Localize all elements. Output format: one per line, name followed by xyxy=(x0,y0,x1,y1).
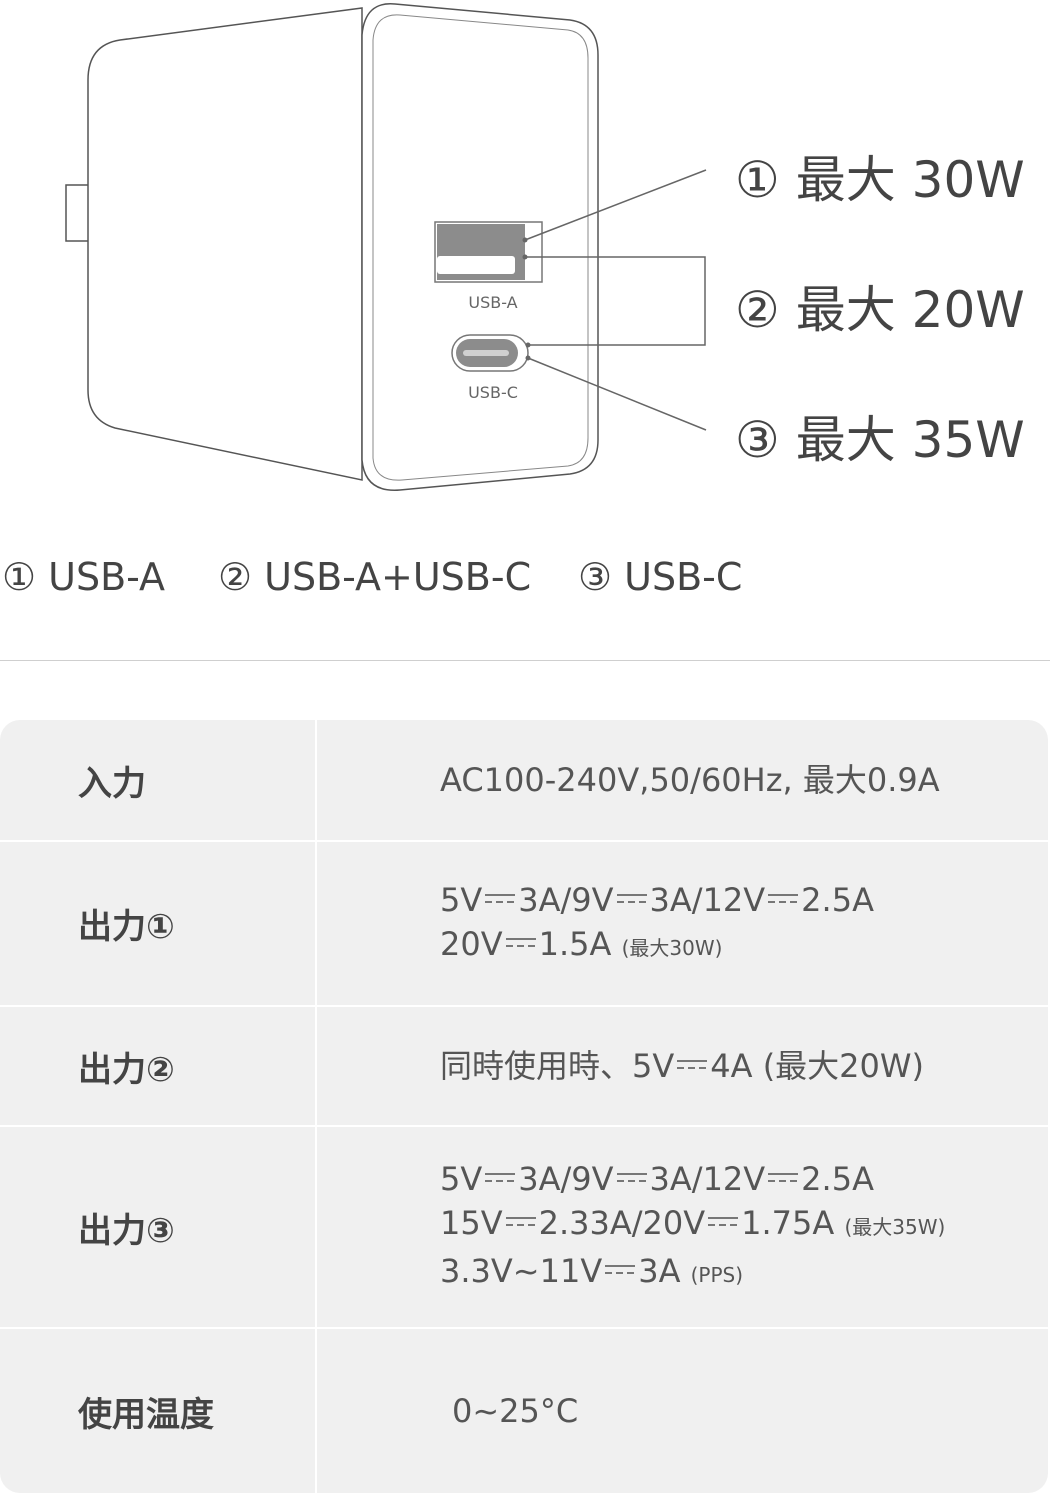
usb-a-port-label: USB-A xyxy=(468,293,517,312)
usb-a-port-tongue xyxy=(437,256,515,274)
output-3-line-2: 15V 2.33A/20V 1.75A (最大35W) xyxy=(440,1201,945,1249)
callout-1-text: 最大 30W xyxy=(795,151,1025,209)
output-1-seg-d: 2.5A xyxy=(801,880,874,919)
spec-label-output-2: 出力② xyxy=(78,1049,175,1090)
output-2-seg-b: 4A (最大20W) xyxy=(710,1047,925,1085)
output-1-seg-b: 3A/9V xyxy=(518,880,614,919)
spec-value-output-3: 5V 3A/9V 3A/12V 2.5A 15V 2.33A/20V 1.75A (最大3… xyxy=(440,1127,945,1327)
plug-prong xyxy=(65,184,88,242)
dc-symbol-icon xyxy=(677,1058,708,1072)
callout-2-text: 最大 20W xyxy=(795,281,1025,339)
callout-2-marker: ② xyxy=(735,281,780,339)
spec-row-output-3: 出力③ 5V 3A/9V 3A/12V 2.5A 15V 2.33A/20V 1.75A … xyxy=(0,1125,1048,1327)
spec-value-temperature-text: 0~25°C xyxy=(452,1392,579,1430)
dc-symbol-icon xyxy=(708,1215,739,1229)
port-legend: ① USB-A ② USB-A+USB-C ③ USB-C xyxy=(0,555,1050,605)
callout-dot-2b xyxy=(525,342,531,348)
output-3-seg-mid: 2.33A/20V xyxy=(538,1204,706,1242)
spec-row-output-2: 出力② 同時使用時、5V 4A (最大20W) xyxy=(0,1005,1048,1125)
legend-item-usb-a: ① USB-A xyxy=(2,555,166,599)
callout-3: ③ 最大 35W xyxy=(735,400,1025,472)
charger-face-inner xyxy=(372,14,589,481)
callout-1: ① 最大 30W xyxy=(735,140,1025,212)
dc-symbol-icon xyxy=(616,1171,647,1185)
dc-symbol-icon xyxy=(768,1171,799,1185)
spec-label-temperature: 使用温度 xyxy=(78,1394,214,1435)
spec-value-temperature: 0~25°C xyxy=(452,1329,578,1493)
output-1-line-1: 5V 3A/9V 3A/12V 2.5A xyxy=(440,878,874,922)
spec-value-output-2: 同時使用時、5V 4A (最大20W) xyxy=(440,1007,924,1125)
output-3-line-3: 3.3V~11V 3A (PPS) xyxy=(440,1249,945,1297)
output-3-seg-a: 5V xyxy=(440,1160,483,1198)
usb-c-port-tongue xyxy=(463,350,509,356)
callout-line-1 xyxy=(524,169,707,241)
output-2-seg-a: 同時使用時、5V xyxy=(440,1047,675,1085)
callout-dot-1 xyxy=(522,237,528,243)
spec-value-output-1: 5V 3A/9V 3A/12V 2.5A 20V 1.5A (最大30W) xyxy=(440,842,874,1005)
dc-symbol-icon xyxy=(616,892,647,906)
dc-symbol-icon xyxy=(605,1263,636,1277)
output-3-pps-current: 3A xyxy=(638,1252,681,1290)
output-1-line-2: 20V 1.5A (最大30W) xyxy=(440,922,874,970)
spec-row-output-1: 出力① 5V 3A/9V 3A/12V 2.5A 20V 1.5A (最大30W) xyxy=(0,840,1048,1005)
output-1-voltage-20v: 20V xyxy=(440,924,503,963)
section-divider xyxy=(0,660,1050,661)
spec-label-output-3: 出力③ xyxy=(78,1210,175,1251)
spec-table: 入力 AC100-240V,50/60Hz, 最大0.9A 出力① 5V 3A/9… xyxy=(0,720,1048,1493)
callout-2: ② 最大 20W xyxy=(735,270,1025,342)
callout-line-2 xyxy=(525,256,706,346)
output-1-max-note: (最大30W) xyxy=(621,935,723,960)
callout-dot-3 xyxy=(525,355,531,361)
spec-row-input: 入力 AC100-240V,50/60Hz, 最大0.9A xyxy=(0,720,1048,840)
legend-item-usb-c: ③ USB-C xyxy=(578,555,743,599)
usb-c-port-label: USB-C xyxy=(468,383,518,402)
output-3-pps-range: 3.3V~11V xyxy=(440,1252,603,1290)
dc-symbol-icon xyxy=(485,892,516,906)
output-3-seg-b: 3A/9V xyxy=(518,1160,614,1198)
dc-symbol-icon xyxy=(505,936,536,950)
output-3-seg-d: 2.5A xyxy=(801,1160,874,1198)
output-3-seg-c: 3A/12V xyxy=(649,1160,766,1198)
callout-dot-2a xyxy=(522,254,528,260)
callout-1-marker: ① xyxy=(735,151,780,209)
callout-3-marker: ③ xyxy=(735,411,780,469)
callout-line-3 xyxy=(527,357,707,431)
output-1-current: 1.5A xyxy=(538,924,612,963)
spec-label-input: 入力 xyxy=(78,763,146,804)
spec-label-output-1: 出力① xyxy=(78,907,175,947)
output-3-current: 1.75A xyxy=(741,1204,835,1242)
charger-diagram: USB-A USB-C xyxy=(65,3,707,491)
dc-symbol-icon xyxy=(768,892,799,906)
output-1-seg-c: 3A/12V xyxy=(649,880,766,919)
output-3-pps-note: (PPS) xyxy=(690,1263,744,1287)
dc-symbol-icon xyxy=(505,1215,536,1229)
spec-column-separator xyxy=(315,720,317,1493)
output-2-line: 同時使用時、5V 4A (最大20W) xyxy=(440,1044,924,1088)
callout-3-text: 最大 35W xyxy=(795,411,1025,469)
output-3-voltage-15v: 15V xyxy=(440,1204,503,1242)
output-3-max-note: (最大35W) xyxy=(844,1215,946,1239)
legend-item-usb-a-c: ② USB-A+USB-C xyxy=(218,555,532,599)
spec-value-input: AC100-240V,50/60Hz, 最大0.9A xyxy=(440,720,940,840)
spec-value-input-text: AC100-240V,50/60Hz, 最大0.9A xyxy=(440,761,940,799)
output-1-voltage-5v: 5V xyxy=(440,880,483,919)
charger-body xyxy=(87,7,363,481)
spec-row-temperature: 使用温度 0~25°C xyxy=(0,1327,1048,1493)
dc-symbol-icon xyxy=(485,1171,516,1185)
output-3-line-1: 5V 3A/9V 3A/12V 2.5A xyxy=(440,1157,945,1201)
